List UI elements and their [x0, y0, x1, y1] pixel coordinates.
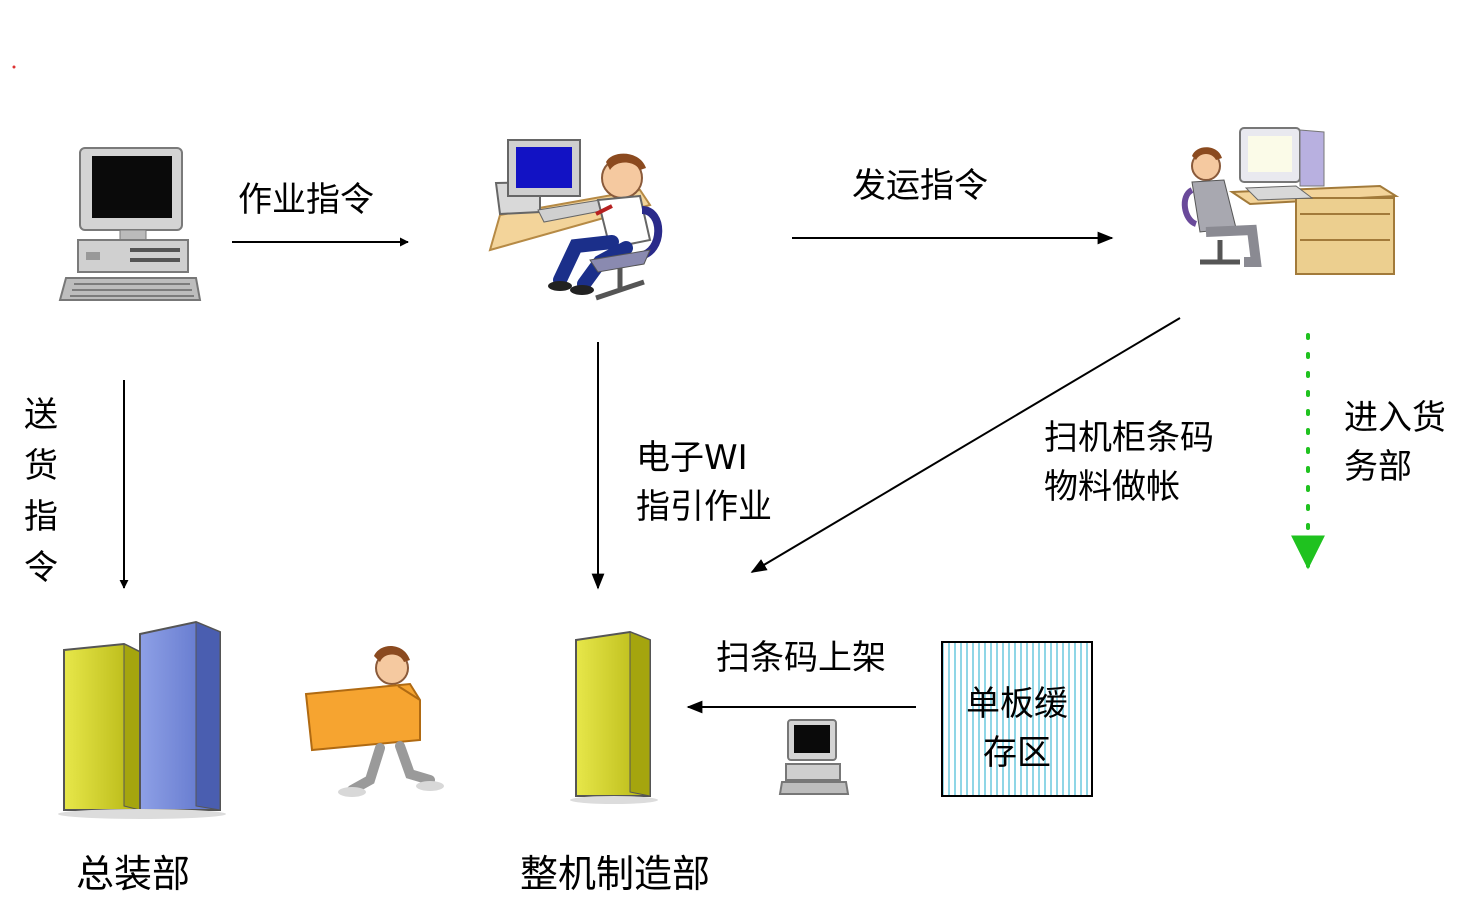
- arrow-scan-cabinet: [750, 317, 1181, 573]
- buffer-area-box: [941, 641, 1093, 797]
- small-computer-icon: [778, 719, 850, 795]
- label-whole-machine-mfg: 整机制造部: [520, 852, 711, 896]
- label-buffer-line1: 单板缓: [966, 684, 1068, 724]
- stray-dot: [12, 65, 16, 69]
- label-delivery-instruction: 送 货 指 令: [24, 390, 64, 594]
- desktop-computer-icon: [58, 147, 202, 301]
- worker-carrying-box-icon: [304, 645, 444, 797]
- label-scan-cabinet: 扫机柜条码 物料做帐: [1044, 414, 1214, 513]
- label-enter-goods-line1: 进入货: [1344, 398, 1446, 438]
- label-scan-cabinet-line2: 物料做帐: [1044, 467, 1180, 508]
- label-electronic-wi: 电子WI 指引作业: [636, 434, 772, 533]
- label-delivery-char: 货: [24, 446, 58, 486]
- office-worker-icon: [488, 139, 663, 301]
- server-tower-icon: [570, 630, 658, 804]
- label-electronic-wi-line2: 指引作业: [636, 487, 772, 528]
- label-delivery-char: 指: [24, 497, 58, 537]
- server-tower-icon: [58, 620, 226, 819]
- label-buffer-area: 单板缓 存区: [942, 680, 1092, 779]
- clerk-at-desk-icon: [1181, 127, 1400, 275]
- label-enter-goods: 进入货 务部: [1344, 394, 1446, 493]
- label-electronic-wi-line1: 电子WI: [636, 438, 748, 478]
- label-general-assembly: 总装部: [76, 852, 191, 896]
- label-scan-cabinet-line1: 扫机柜条码: [1044, 418, 1214, 458]
- label-delivery-char: 令: [24, 548, 58, 588]
- label-delivery-char: 送: [24, 395, 58, 435]
- label-scan-shelf: 扫条码上架: [716, 638, 886, 678]
- label-shipping-instruction: 发运指令: [852, 166, 988, 206]
- label-enter-goods-line2: 务部: [1344, 447, 1412, 488]
- label-buffer-line2: 存区: [983, 733, 1051, 774]
- label-work-instruction: 作业指令: [238, 180, 374, 220]
